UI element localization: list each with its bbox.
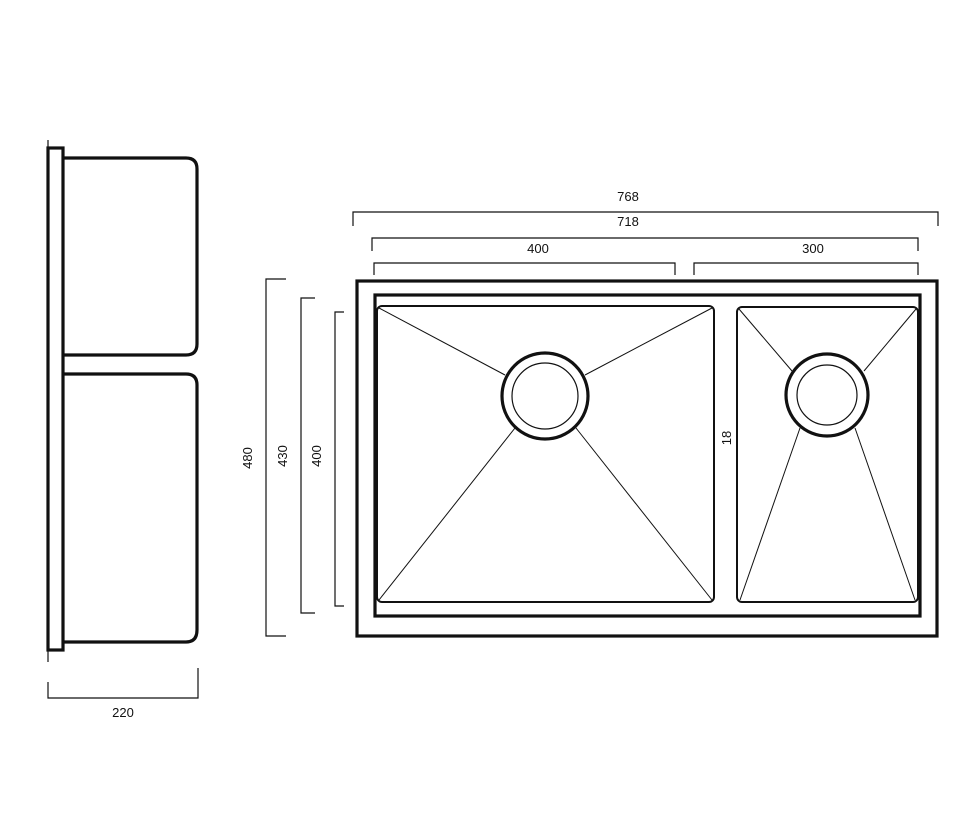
dimension-line-718 bbox=[371, 237, 919, 251]
dimension-line-768 bbox=[352, 211, 939, 226]
large-bowl bbox=[376, 305, 715, 603]
large-bowl-outline bbox=[376, 305, 715, 603]
large-bowl-crease-bottom-right bbox=[575, 427, 713, 601]
dimension-line-220 bbox=[47, 668, 199, 699]
dimension-label-768: 768 bbox=[617, 189, 639, 204]
small-bowl-drain-inner bbox=[796, 364, 858, 426]
horizontal-dimensions: 768 718 400 300 bbox=[352, 189, 939, 275]
dimension-label-718: 718 bbox=[617, 214, 639, 229]
dimension-label-18: 18 bbox=[719, 431, 734, 445]
dimension-label-430: 430 bbox=[275, 445, 290, 467]
side-large-bowl bbox=[63, 372, 199, 644]
side-profile-view: 220 bbox=[46, 140, 199, 720]
dimension-label-400-width: 400 bbox=[527, 241, 549, 256]
small-bowl-crease-bottom-left bbox=[739, 427, 801, 601]
dimension-label-300: 300 bbox=[802, 241, 824, 256]
small-bowl-crease-bottom-right bbox=[854, 427, 916, 601]
dimension-label-400-depth: 400 bbox=[309, 445, 324, 467]
plan-view: 18 bbox=[355, 279, 939, 638]
small-bowl-crease-top-left bbox=[738, 308, 793, 372]
side-small-bowl bbox=[63, 156, 199, 357]
large-bowl-drain-outer bbox=[500, 351, 590, 441]
dimension-line-480 bbox=[265, 278, 286, 637]
small-bowl bbox=[736, 306, 919, 603]
sink-outer-rim bbox=[355, 279, 939, 638]
dimension-label-220: 220 bbox=[112, 705, 134, 720]
dimension-line-400 bbox=[334, 311, 344, 607]
small-bowl-drain-outer bbox=[784, 352, 870, 438]
large-bowl-crease-top-right bbox=[584, 307, 713, 376]
sink-inner-rim bbox=[373, 293, 922, 618]
dimension-label-480: 480 bbox=[240, 447, 255, 469]
dimension-line-300 bbox=[693, 262, 919, 275]
dimension-line-400-width bbox=[373, 262, 676, 275]
large-bowl-drain-inner bbox=[511, 362, 579, 430]
large-bowl-crease-top-left bbox=[378, 307, 506, 376]
dimension-line-430 bbox=[300, 297, 315, 614]
vertical-dimensions: 480 430 400 bbox=[240, 278, 344, 637]
small-bowl-outline bbox=[736, 306, 919, 603]
side-flange bbox=[46, 146, 65, 652]
small-bowl-crease-top-right bbox=[863, 308, 917, 372]
large-bowl-crease-bottom-left bbox=[378, 427, 516, 601]
